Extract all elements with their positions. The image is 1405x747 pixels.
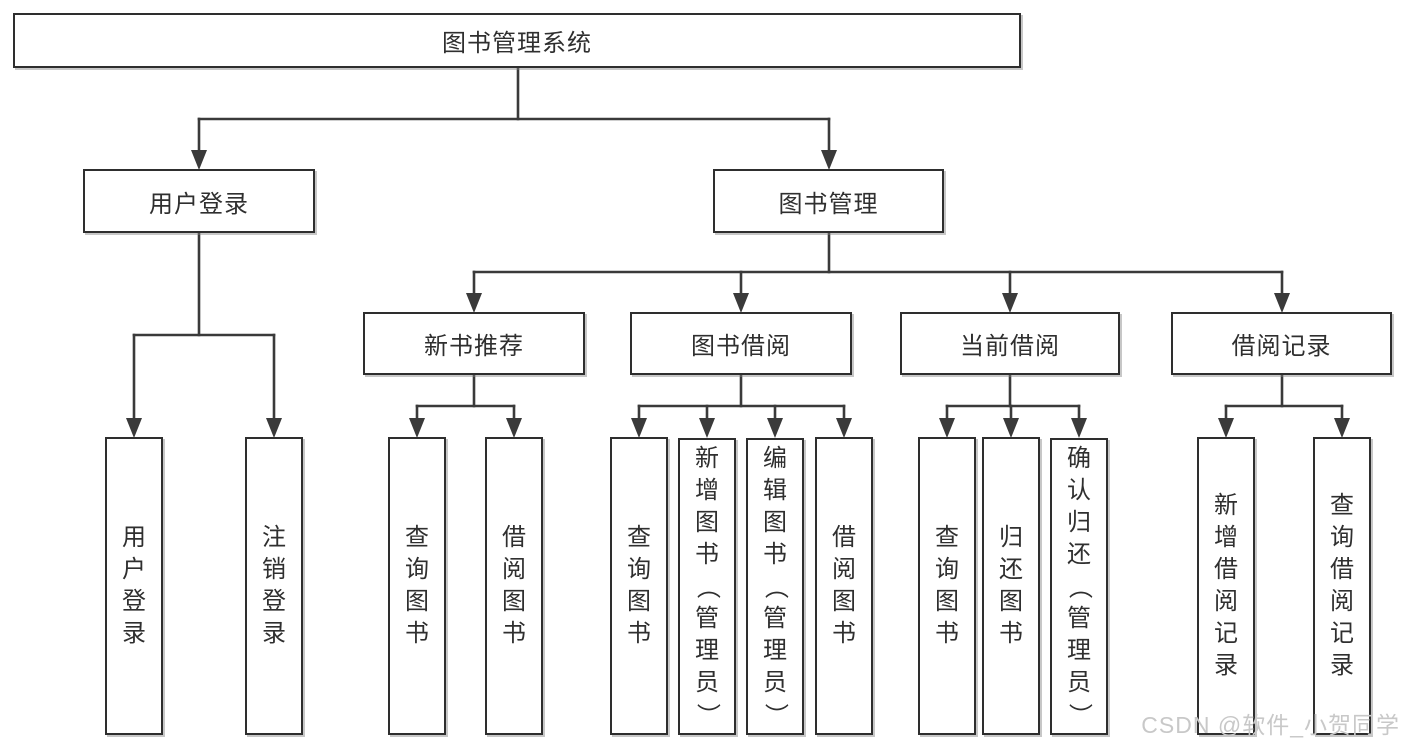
leaf-query-books: 查询图书 [610,437,668,735]
leaf-add-book-admin: 新增图书（管理员） [678,438,736,735]
node-user-login: 用户登录 [83,169,315,233]
leaf-user-login: 用户登录 [105,437,163,735]
leaf-borrow-books: 借阅图书 [485,437,543,735]
node-new-book-rec: 新书推荐 [363,312,585,375]
leaf-borrow-books: 借阅图书 [815,437,873,735]
leaf-confirm-return-admin: 确认归还（管理员） [1050,438,1108,735]
node-root: 图书管理系统 [13,13,1021,68]
node-book-borrow: 图书借阅 [630,312,852,375]
leaf-query-borrow-record: 查询借阅记录 [1313,437,1371,735]
leaf-query-books: 查询图书 [388,437,446,735]
node-borrow-records: 借阅记录 [1171,312,1392,375]
watermark: CSDN @软件_小贺同学 [1141,712,1400,738]
leaf-add-borrow-record: 新增借阅记录 [1197,437,1255,735]
leaf-return-book: 归还图书 [982,437,1040,735]
node-current-borrow: 当前借阅 [900,312,1120,375]
leaf-edit-book-admin: 编辑图书（管理员） [746,438,804,735]
leaf-logout: 注销登录 [245,437,303,735]
leaf-query-books: 查询图书 [918,437,976,735]
node-book-mgmt: 图书管理 [713,169,944,233]
